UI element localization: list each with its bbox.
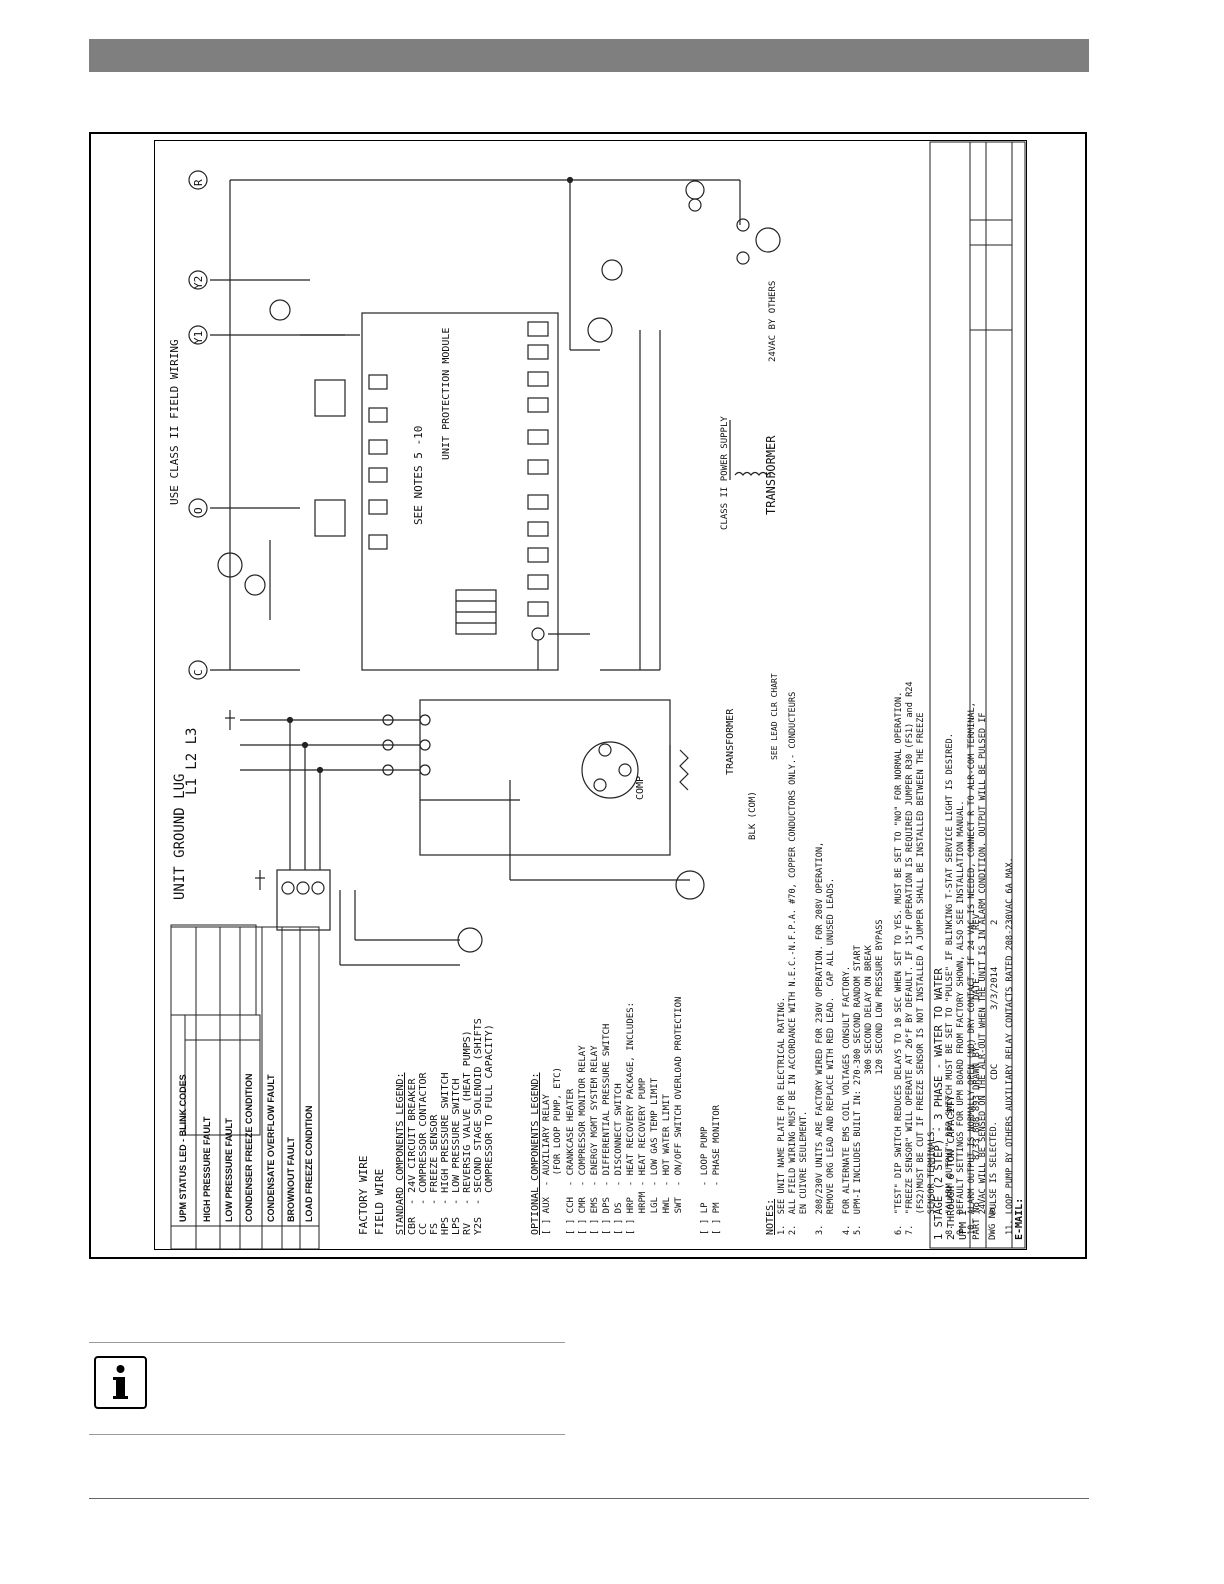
- lines-label: L1 L2 L3: [184, 727, 200, 795]
- note-line: 300 SECOND DELAY ON BREAK: [864, 945, 874, 1235]
- note-line: 11. LOOP PUMP BY OTHERS AUXILIARY RELAY …: [1005, 857, 1015, 1235]
- note-line: 2. ALL FIELD WIRING MUST BE IN ACCORDANC…: [788, 691, 798, 1235]
- note-line: 9. DEFAULT SETTINGS FOR UPM BOARD FROM F…: [956, 800, 966, 1235]
- terminal-y2: Y2: [192, 275, 205, 289]
- title-module: UPM I: [958, 1209, 969, 1240]
- fault-row-1: HIGH PRESSURE FAULT: [202, 1116, 212, 1222]
- field-wire-label: FIELD WIRE: [373, 1168, 386, 1235]
- fault-table-header: UPM STATUS LED - BLINK CODES: [178, 1074, 188, 1222]
- standard-legend-line: Y2S - SECOND STAGE SOLENOID (SHIFTS: [473, 1018, 484, 1235]
- note-line: 120 SECOND LOW PRESSURE BYPASS: [875, 919, 885, 1235]
- note-line: 7. "FREEZE SENSOR" WILL OPERATE AT 26°F …: [905, 681, 915, 1235]
- optional-legend-line: SWT - ON/OFF SWITCH OVERLOAD PROTECTION: [674, 996, 684, 1235]
- optional-legend-line: [ ] DS - DISCONNECT SWITCH: [614, 1083, 624, 1235]
- factory-wire-label: FACTORY WIRE: [357, 1155, 370, 1235]
- date-label: DATE: [972, 978, 982, 1000]
- standard-legend-line: FS - FREEZE SENSOR: [429, 1114, 440, 1235]
- title-capacity: 2 THROUGH 6 TON CAPACITY: [946, 1095, 957, 1241]
- info-top-rule: [89, 1342, 565, 1343]
- standard-legend-line: LPS - LOW PRESSURE SWITCH: [451, 1078, 462, 1235]
- dwg-label: DWG No.: [988, 1202, 998, 1240]
- optional-legend-line: HWL - HOT WATER LIMIT: [662, 1094, 672, 1235]
- by-others-label: 24VAC BY OTHERS: [768, 280, 778, 362]
- optional-legend-line: [ ] HRP - HEAT RECOVERY PACKAGE, INCLUDE…: [626, 1002, 636, 1235]
- info-bottom-rule: [89, 1434, 565, 1435]
- optional-legend-title: OPTIONAL COMPONENTS LEGEND:: [530, 1072, 541, 1235]
- note-line: 6. "TEST" DIP SWITCH REDUCES DELAYS TO 1…: [894, 691, 904, 1235]
- fault-row-5: BROWNOUT FAULT: [286, 1137, 296, 1222]
- title-description: 1 STAGE (2 STEP) - 3 PHASE - WATER TO WA…: [933, 968, 945, 1240]
- comp-label: COMP: [635, 775, 646, 800]
- rev-label: REV: [972, 913, 982, 930]
- standard-legend-line: RV - REVERSIG VALVE (HEAT PUMPS): [462, 1030, 473, 1235]
- lead-chart-label: SEE LEAD CLR CHART: [770, 673, 779, 760]
- notes-title: NOTES:: [765, 1198, 776, 1235]
- standard-legend-line: CBR - 24V CIRCUIT BREAKER: [407, 1078, 418, 1235]
- use-class2-label: USE CLASS II FIELD WIRING: [168, 339, 181, 505]
- note-line: (FS2)MUST BE CUT IF FREEZE SENSOR IS NOT…: [916, 712, 926, 1235]
- fault-row-6: LOAD FREEZE CONDITION: [304, 1105, 314, 1223]
- terminal-o: O: [192, 507, 205, 514]
- optional-legend-line: (FOR LOOP PUMP, ETC): [553, 1067, 563, 1235]
- footer-rule: [89, 1498, 1089, 1499]
- date-value: 3/3/2014: [990, 966, 1000, 1010]
- optional-legend-line: [ ] AUX - AUXILIARY RELAY: [542, 1094, 552, 1235]
- note-line: 5. UPM-I INCLUDES BUILT IN: 270-300 SECO…: [853, 945, 863, 1235]
- note-line: EN CUIVRE SEULEMENT.: [799, 1110, 809, 1235]
- info-icon: [94, 1356, 147, 1409]
- diagram-frame: [89, 132, 1087, 1259]
- standard-legend-line: HPS - HIGH PRESSURE SWITCH: [440, 1072, 451, 1235]
- drawn-by: CDC: [990, 1063, 1000, 1080]
- optional-legend-line: [ ] DPS - DIFFERENTIAL PRESSURE SWITCH: [602, 1023, 612, 1235]
- blk-com-label: BLK (COM): [748, 791, 758, 840]
- optional-legend-line: [ ] EMS - ENERGY MGMT SYSTEM RELAY: [590, 1045, 600, 1235]
- fault-row-4: CONDENSATE OVERFLOW FAULT: [266, 1074, 276, 1222]
- optional-legend-line: [ ] LP - LOOP PUMP: [700, 1126, 710, 1235]
- class2-supply-label: CLASS II POWER SUPPLY: [720, 416, 730, 530]
- standard-legend-line: CC - COMPRESSOR CONTACTOR: [418, 1072, 429, 1235]
- wiring-sheet: [154, 140, 1027, 1250]
- note-line: REMOVE ORG LEAD AND REPLACE WITH RED LEA…: [826, 878, 836, 1235]
- upm-label: UNIT PROTECTION MODULE: [441, 327, 452, 460]
- optional-legend-line: HRPM - HEAT RECOVERY PUMP: [638, 1077, 648, 1235]
- part-label: PART No.: [972, 1196, 982, 1240]
- terminal-r: R: [192, 179, 205, 186]
- standard-legend-title: STANDARD COMPONENTS LEGEND:: [395, 1072, 406, 1235]
- standard-legend-line: COMPRESSOR TO FULL CAPACITY): [484, 1024, 495, 1235]
- terminal-c: C: [192, 669, 205, 676]
- optional-legend-line: [ ] CMR - COMPRESSOR MONITOR RELAY: [578, 1045, 588, 1235]
- optional-legend-line: [ ] CCH - CRANKCASE HEATER: [566, 1088, 576, 1235]
- header-bar: [89, 39, 1089, 72]
- optional-legend-line: [ ] PM - PHASE MONITOR: [712, 1104, 722, 1235]
- note-line: 4. FOR ALTERNATE EMS COIL VOLTAGES CONSU…: [842, 965, 852, 1235]
- transformer-label: TRANSFORMER: [764, 435, 778, 515]
- note-line: 1. SEE UNIT NAME PLATE FOR ELECTRICAL RA…: [777, 997, 787, 1235]
- fault-row-3: CONDENSER FREEZE CONDITION: [244, 1073, 254, 1222]
- see-notes-label: SEE NOTES 5 -10: [412, 425, 425, 525]
- email-label: E-MAIL:: [1014, 1197, 1025, 1240]
- rev-value: 2: [990, 919, 1000, 925]
- transformer2-label: TRANSFORMER: [725, 708, 736, 775]
- optional-legend-line: LGL - LOW GAS TEMP LIMIT: [650, 1077, 660, 1235]
- drawn-label: DRAWN BY:: [972, 1041, 982, 1090]
- part-no: 8733 808 893: [972, 1094, 982, 1160]
- terminal-y1: Y1: [192, 330, 205, 344]
- fault-row-2: LOW PRESSURE FAULT: [224, 1118, 234, 1222]
- note-line: 3. 208/230V UNITS ARE FACTORY WIRED FOR …: [815, 841, 825, 1235]
